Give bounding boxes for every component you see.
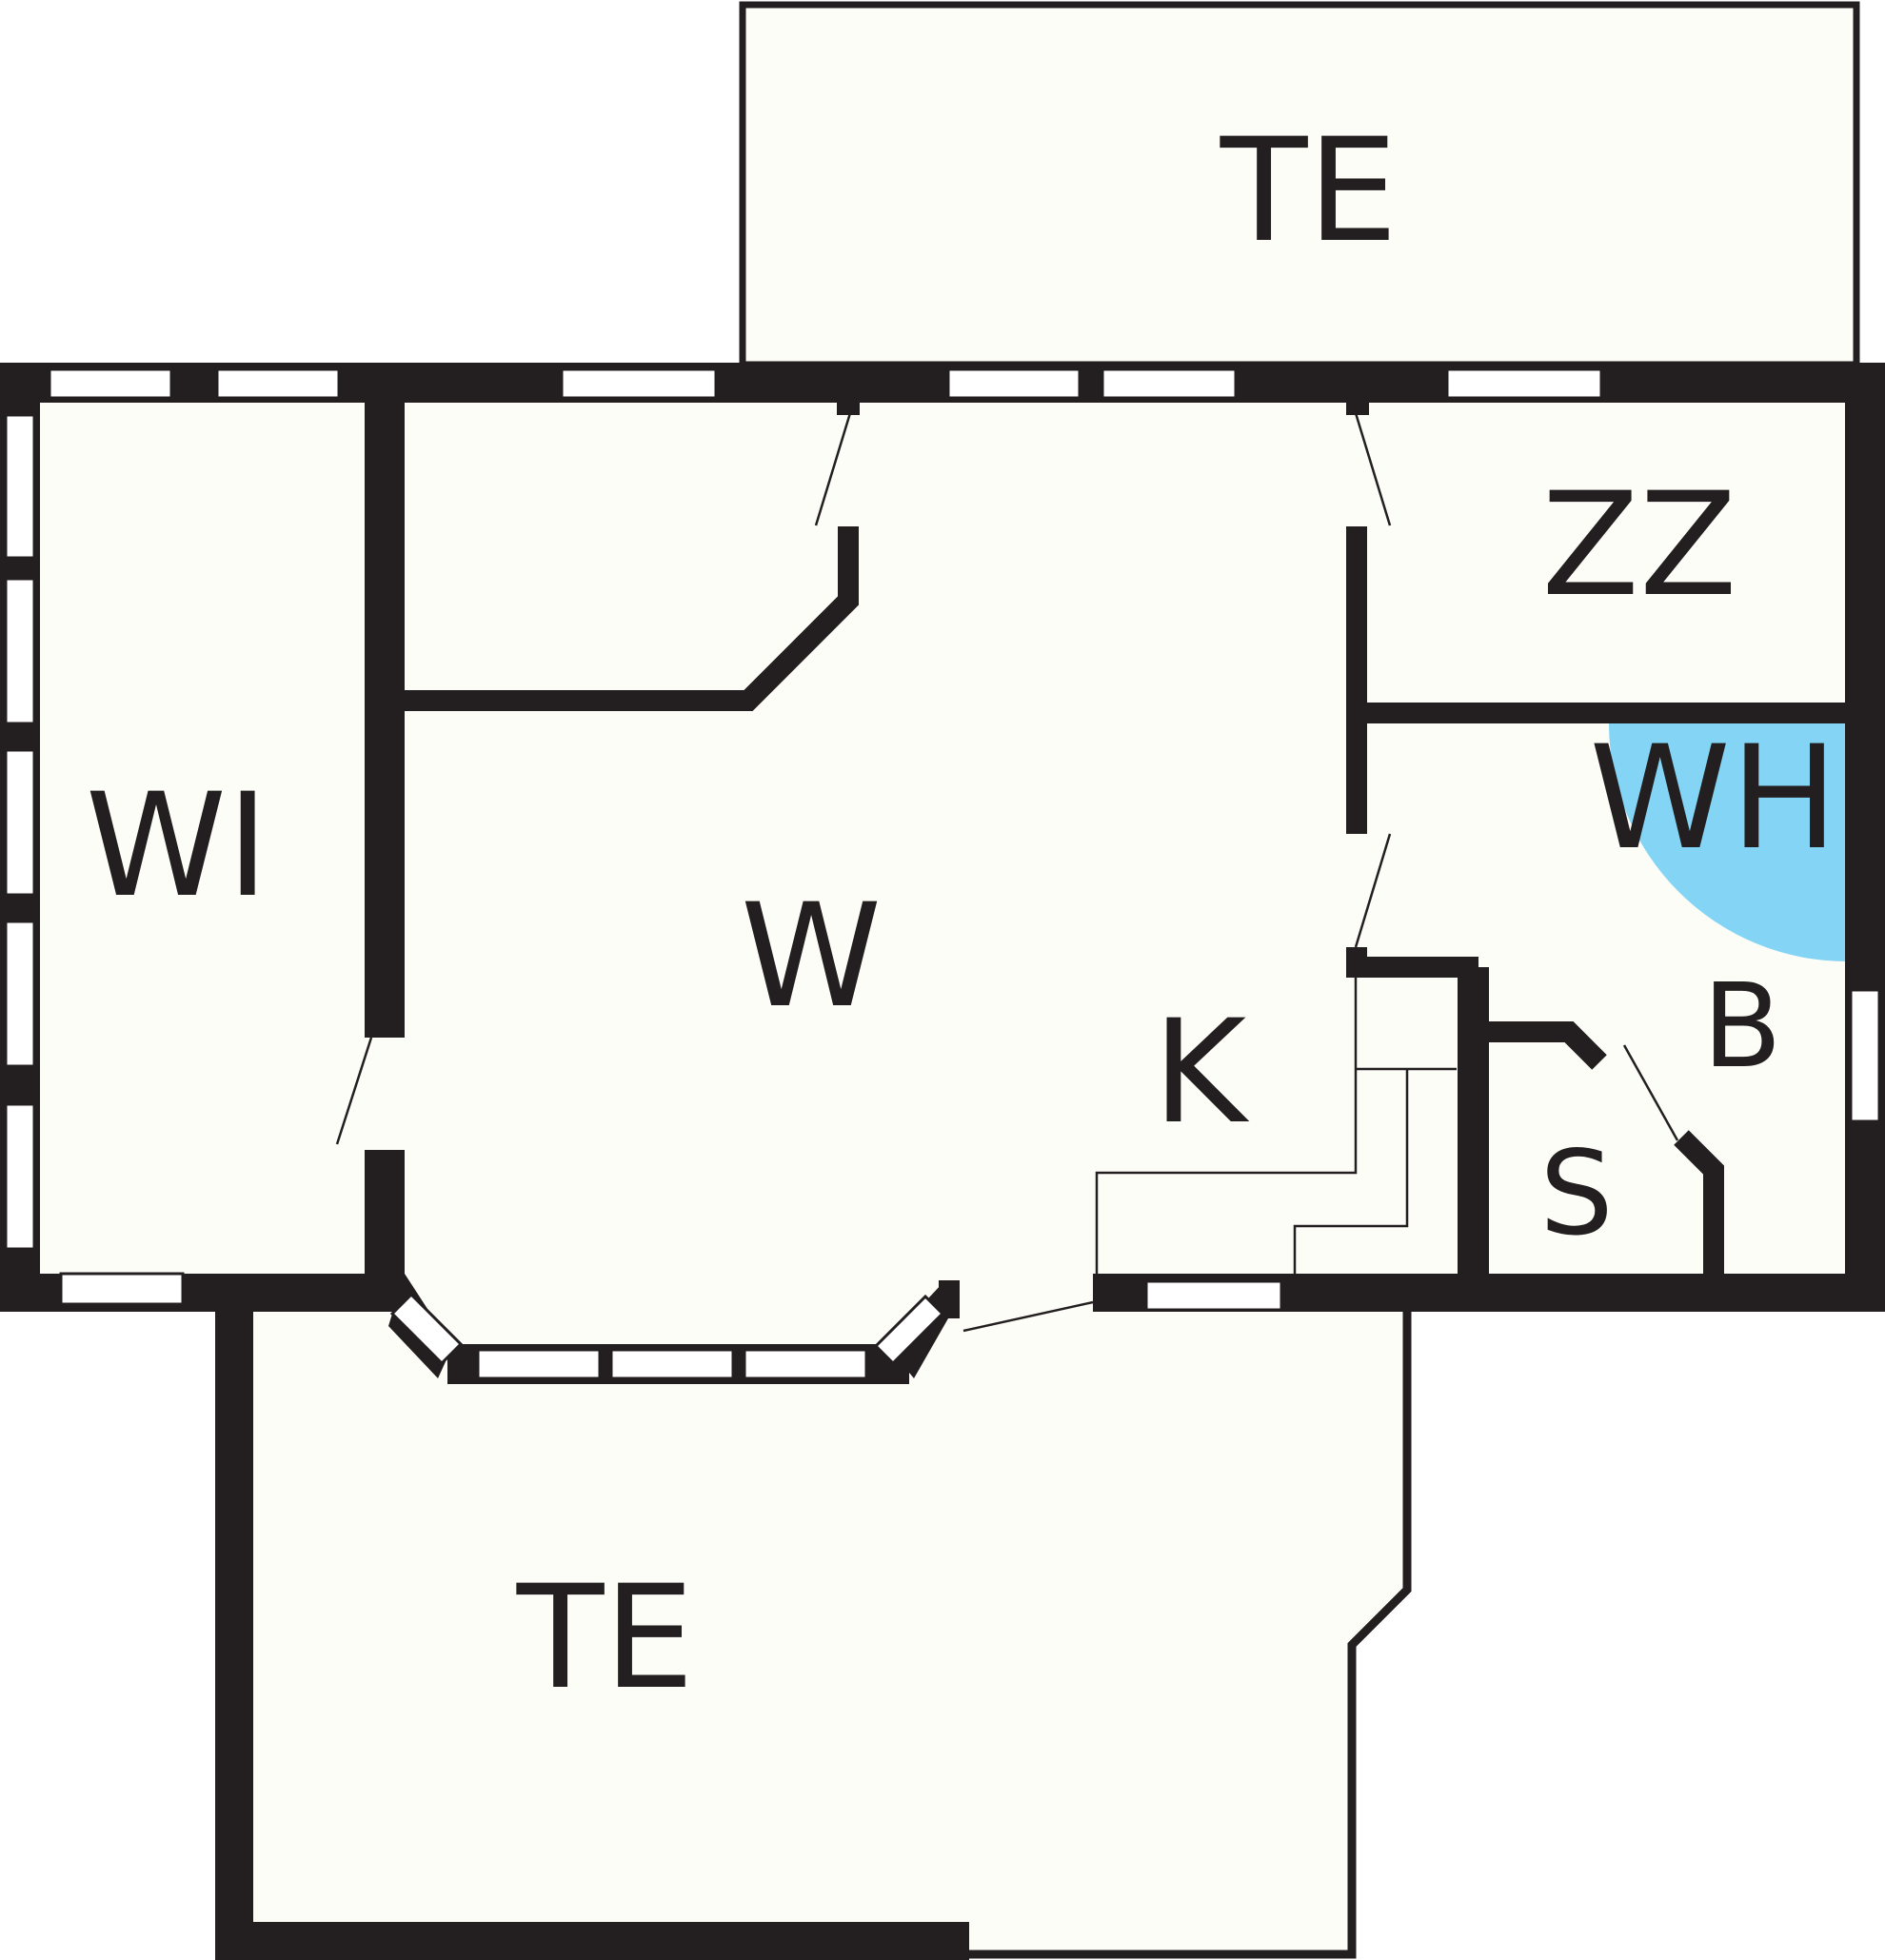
room-label-b: B [1702,959,1782,1094]
room-label-terrace-top: TE [1220,109,1398,274]
room-label-terrace-bottom: TE [516,1555,694,1721]
house-floor [0,365,1885,1312]
room-label-zz: ZZ [1541,463,1737,628]
terrace-top [739,1,1860,368]
room-label-k: K [1153,990,1250,1156]
kitchen-counters [1095,978,1457,1281]
windows [4,367,1881,1380]
room-label-wi: WI [86,763,269,929]
room-label-s: S [1539,1126,1613,1261]
terrace-bottom [215,1312,1412,1960]
room-label-w: W [741,874,882,1039]
door-swings [335,412,1679,1333]
shower-area-highlight [1609,723,1847,961]
room-label-wh: WH [1589,716,1837,881]
